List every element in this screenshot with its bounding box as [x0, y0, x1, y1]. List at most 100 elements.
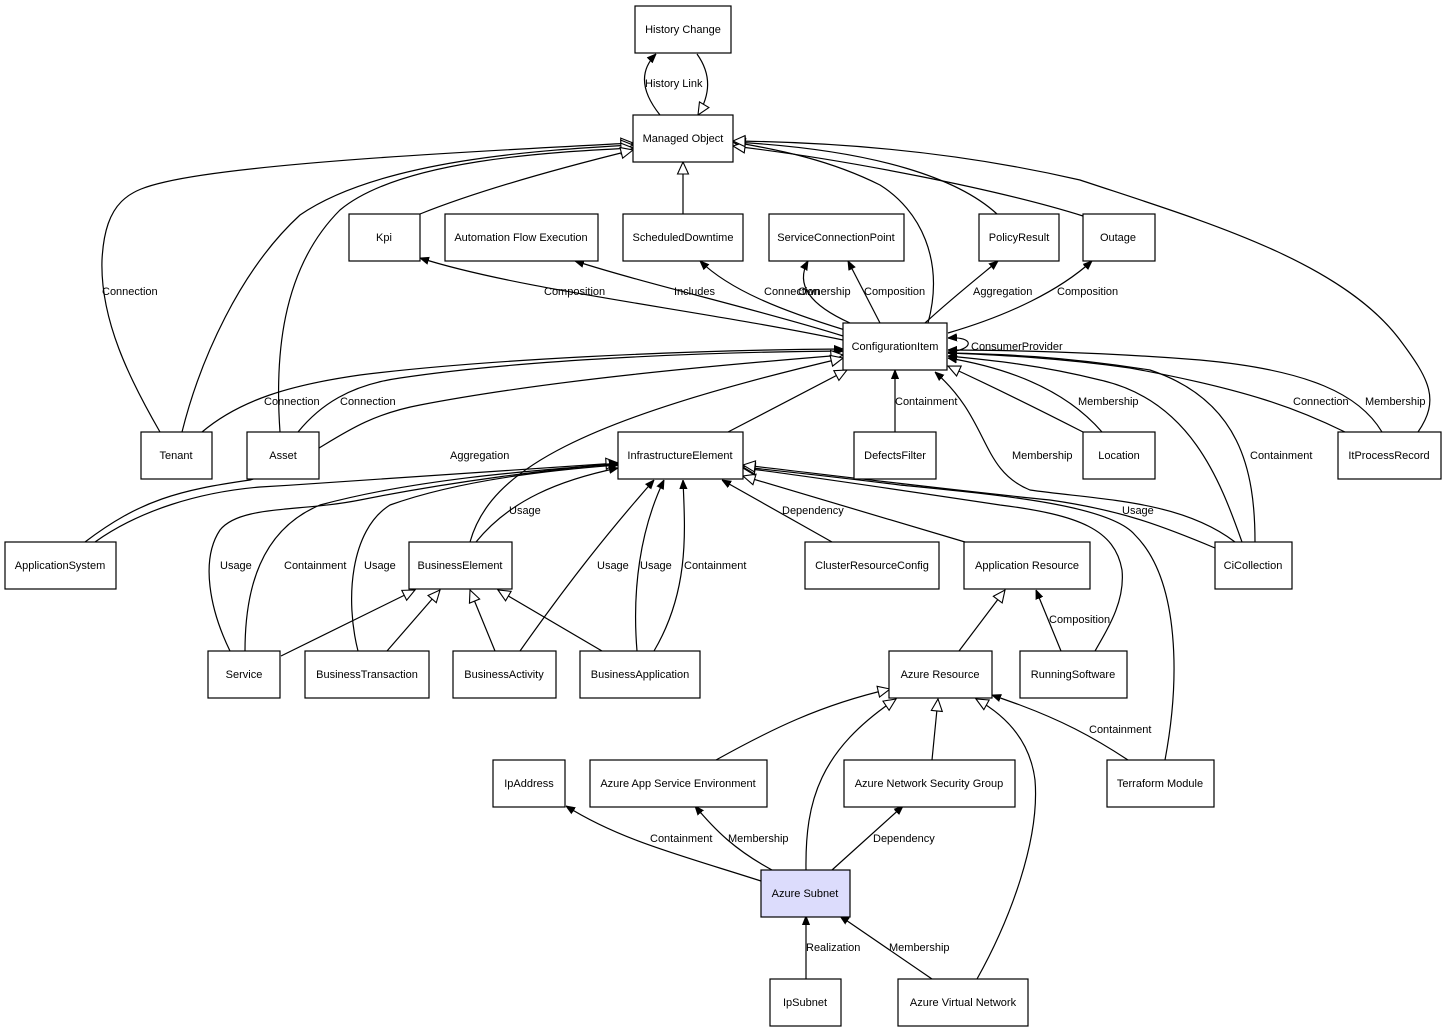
node-location[interactable]: Location — [1082, 431, 1156, 480]
edge-tm-ie[interactable] — [743, 467, 1175, 761]
edge-history-link-down[interactable] — [696, 53, 708, 115]
edge-asset-ci-connection[interactable] — [297, 351, 843, 433]
edge-ci-scp-composition[interactable] — [848, 261, 881, 324]
node-managed-object[interactable]: Managed Object — [632, 114, 734, 163]
edge-tenant-mo-connection[interactable] — [101, 143, 633, 433]
edge-label: Ownership — [798, 286, 851, 298]
node-policy-result[interactable]: PolicyResult — [978, 213, 1060, 262]
edge-ci-kpi-composition[interactable] — [420, 258, 844, 341]
svg-text:CiCollection: CiCollection — [1224, 560, 1283, 572]
edge-vnet-subnet-membership[interactable] — [840, 916, 933, 980]
edge-bapp-ie-usage[interactable] — [635, 480, 665, 652]
node-business-transaction[interactable]: BusinessTransaction — [304, 650, 430, 699]
node-configuration-item[interactable]: ConfigurationItem — [842, 322, 948, 371]
node-application-resource[interactable]: Application Resource — [963, 541, 1091, 590]
edge-label: Dependency — [782, 505, 844, 517]
edge-history-link-up[interactable] — [643, 54, 661, 116]
edge-subnet-ase-membership[interactable] — [695, 806, 773, 871]
edge-rs-ar-composition[interactable] — [1035, 590, 1062, 652]
node-azure-resource[interactable]: Azure Resource — [888, 650, 993, 699]
node-ip-address[interactable]: IpAddress — [492, 759, 566, 808]
node-azure-app-service-environment[interactable]: Azure App Service Environment — [589, 759, 768, 808]
edge-azres-ar[interactable] — [958, 590, 1005, 652]
edge-subnet-nsg-dependency[interactable] — [831, 806, 903, 871]
edge-location-ci-membership[interactable] — [948, 358, 1103, 433]
edge-cicoll-ci-containment[interactable] — [948, 353, 1256, 543]
edge-service-ie-containment[interactable] — [244, 464, 618, 652]
edge-crc-ie-dependency[interactable] — [722, 480, 833, 543]
node-business-application[interactable]: BusinessApplication — [579, 650, 701, 699]
edge-ba-ie-usage[interactable] — [519, 480, 654, 652]
node-defects-filter[interactable]: DefectsFilter — [853, 431, 937, 480]
svg-text:Location: Location — [1098, 450, 1140, 462]
node-business-activity[interactable]: BusinessActivity — [452, 650, 557, 699]
node-cluster-resource-config[interactable]: ClusterResourceConfig — [804, 541, 940, 590]
edge-rs-ie[interactable] — [743, 468, 1123, 652]
node-history-change[interactable]: History Change — [634, 5, 732, 54]
node-service-connection-point[interactable]: ServiceConnectionPoint — [768, 213, 905, 262]
edge-ie-ci[interactable] — [727, 370, 847, 433]
edge-bt-be[interactable] — [386, 590, 440, 652]
edge-appsys-ci-aggregation[interactable] — [84, 355, 843, 543]
node-service[interactable]: Service — [207, 650, 281, 699]
edge-cicoll-ie-usage[interactable] — [743, 465, 1216, 549]
edge-outage-mo[interactable] — [733, 146, 1084, 217]
edge-vnet-azres[interactable] — [976, 699, 1037, 980]
edge-subnet-azres[interactable] — [805, 699, 896, 871]
edge-location-ci[interactable] — [948, 366, 1084, 433]
edge-ci-pr-aggregation[interactable] — [924, 261, 998, 324]
edge-pr-mo[interactable] — [733, 142, 998, 215]
node-azure-subnet[interactable]: Azure Subnet — [760, 869, 851, 918]
node-ip-subnet[interactable]: IpSubnet — [769, 978, 842, 1027]
edge-subnet-ip-containment[interactable] — [566, 806, 762, 882]
edge-service-be[interactable] — [280, 590, 415, 657]
node-it-process-record[interactable]: ItProcessRecord — [1337, 431, 1442, 480]
edge-itpr-mo[interactable] — [733, 141, 1431, 433]
node-tenant[interactable]: Tenant — [140, 431, 213, 480]
edge-be-ci[interactable] — [469, 358, 843, 543]
edge-bapp-ie-containment[interactable] — [653, 480, 684, 652]
edge-kpi-mo[interactable] — [419, 150, 633, 215]
edge-cicoll-ci-membership[interactable] — [935, 372, 1236, 543]
edge-ba-be[interactable] — [470, 590, 496, 652]
edge-service-ie-usage[interactable] — [208, 463, 618, 652]
edge-ci-scp-ownership[interactable] — [803, 261, 851, 324]
node-application-system[interactable]: ApplicationSystem — [4, 541, 117, 590]
node-azure-virtual-network[interactable]: Azure Virtual Network — [897, 978, 1029, 1027]
svg-text:RunningSoftware: RunningSoftware — [1031, 669, 1115, 681]
node-kpi[interactable]: Kpi — [348, 213, 421, 262]
edge-tenant-ci-connection[interactable] — [201, 349, 843, 433]
edge-label: Connection — [264, 396, 320, 408]
edge-itpr-ci-connection[interactable] — [948, 353, 1346, 433]
svg-text:InfrastructureElement: InfrastructureElement — [627, 450, 732, 462]
edge-cicoll-ci[interactable] — [948, 356, 1243, 543]
edge-tm-azres-containment[interactable] — [992, 695, 1129, 761]
edge-asset-mo[interactable] — [277, 148, 633, 433]
edge-be-ie-usage[interactable] — [475, 468, 618, 543]
edge-ci-sd-connection[interactable] — [700, 261, 846, 331]
edge-ase-azres[interactable] — [715, 689, 890, 761]
edge-labels: History Link Connection Composition Incl… — [102, 78, 1426, 954]
node-azure-network-security-group[interactable]: Azure Network Security Group — [843, 759, 1016, 808]
edge-ci-afe-includes[interactable] — [575, 261, 844, 337]
node-asset[interactable]: Asset — [246, 431, 320, 480]
node-scheduled-downtime[interactable]: ScheduledDowntime — [622, 213, 744, 262]
node-infrastructure-element[interactable]: InfrastructureElement — [617, 431, 744, 480]
edge-tenant-mo[interactable] — [181, 145, 633, 433]
edge-label: ConsumerProvider — [971, 341, 1063, 353]
node-business-element[interactable]: BusinessElement — [408, 541, 513, 590]
edge-itpr-ci-membership[interactable] — [948, 350, 1383, 433]
edge-bapp-be[interactable] — [498, 590, 603, 652]
node-outage[interactable]: Outage — [1082, 213, 1156, 262]
node-running-software[interactable]: RunningSoftware — [1019, 650, 1128, 699]
edge-bt-ie-usage[interactable] — [351, 465, 618, 652]
edge-label: Usage — [640, 560, 672, 572]
edge-ar-ie[interactable] — [743, 476, 966, 543]
edge-ci-mo[interactable] — [733, 142, 934, 324]
edge-nsg-azres[interactable] — [932, 699, 938, 761]
edge-appsys-ie[interactable] — [94, 463, 618, 543]
node-automation-flow-execution[interactable]: Automation Flow Execution — [444, 213, 599, 262]
node-terraform-module[interactable]: Terraform Module — [1106, 759, 1215, 808]
node-ci-collection[interactable]: CiCollection — [1214, 541, 1293, 590]
edge-ci-outage-composition[interactable] — [947, 261, 1092, 334]
